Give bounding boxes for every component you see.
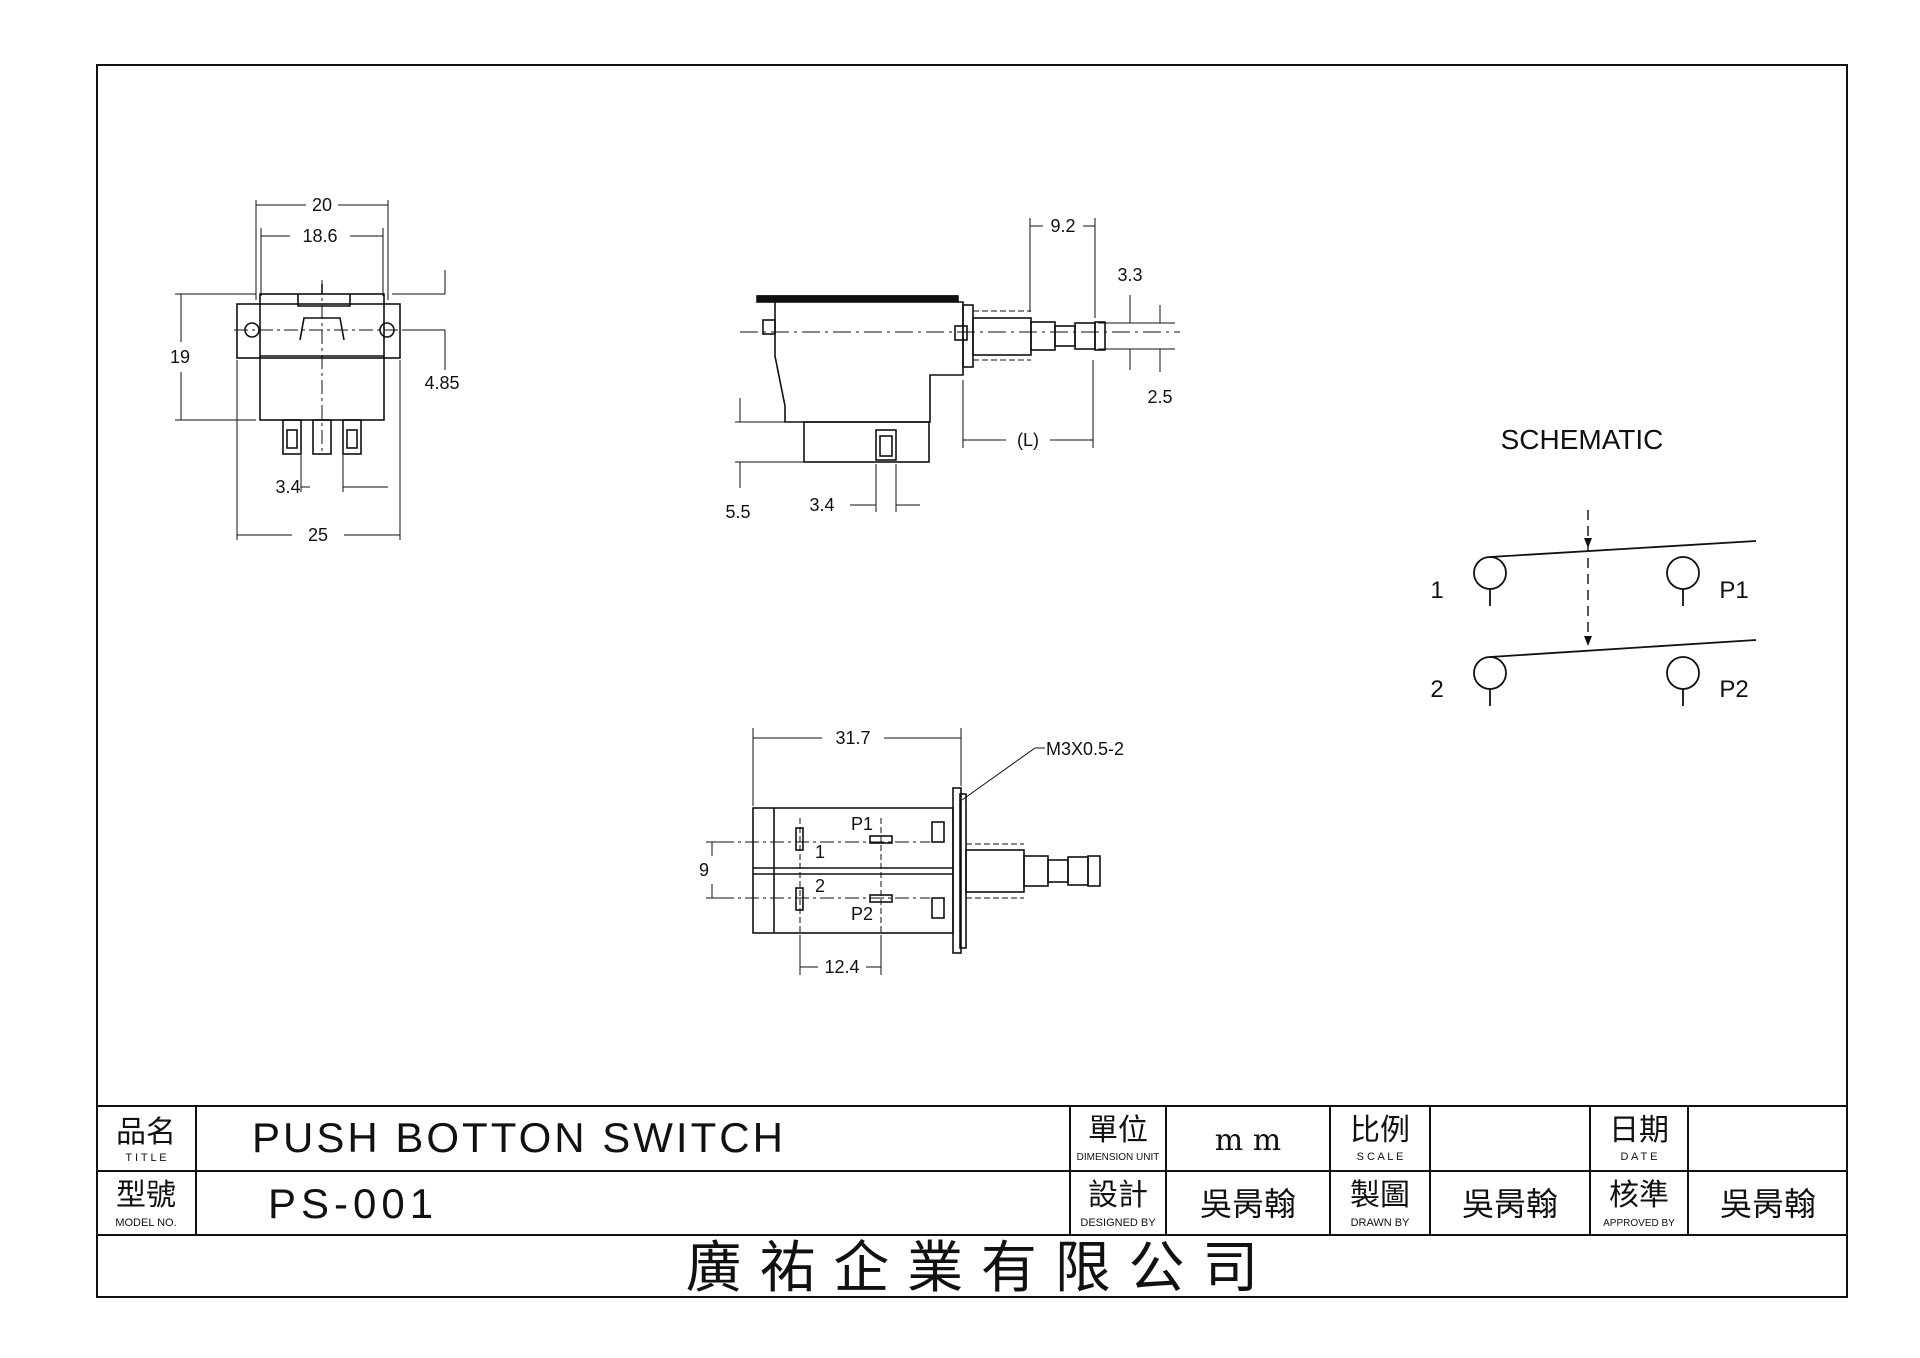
designed-label-en: DESIGNED BY bbox=[1080, 1217, 1156, 1229]
date-label-cn: 日期 bbox=[1609, 1113, 1669, 1148]
dim-side-3-3: 3.3 bbox=[1117, 265, 1142, 285]
bottom-view bbox=[706, 728, 1101, 975]
drawn-label-cn: 製圖 bbox=[1350, 1178, 1410, 1213]
dim-bottom-9: 9 bbox=[699, 860, 709, 880]
title-label-en: T I T L E bbox=[125, 1152, 166, 1164]
scale-label-cn: 比例 bbox=[1350, 1113, 1410, 1148]
designed-label-cn: 設計 bbox=[1088, 1178, 1148, 1213]
dim-side-l: (L) bbox=[1017, 430, 1039, 450]
model-number: PS-001 bbox=[268, 1180, 438, 1227]
company-name: 廣 祐 企 業 有 限 公 司 bbox=[686, 1236, 1259, 1301]
schematic-terminal-p1: P1 bbox=[1719, 577, 1748, 604]
drawing-frame bbox=[96, 64, 1848, 1298]
dim-bottom-thread: M3X0.5-2 bbox=[1046, 739, 1124, 759]
scale-label-en: S C A L E bbox=[1357, 1151, 1404, 1163]
label-bottom-p2: P2 bbox=[851, 904, 873, 924]
model-label-cn: 型號 bbox=[116, 1178, 176, 1213]
side-view bbox=[735, 218, 1180, 512]
date-label-en: D A T E bbox=[1621, 1151, 1658, 1163]
approved-by-value: 吳昺翰 bbox=[1720, 1185, 1816, 1223]
unit-label-cn: 單位 bbox=[1088, 1113, 1148, 1148]
dim-side-9-2: 9.2 bbox=[1050, 216, 1075, 236]
drawn-by-value: 吳昺翰 bbox=[1462, 1185, 1558, 1223]
dim-bottom-31-7: 31.7 bbox=[835, 728, 870, 748]
title-block-grid bbox=[97, 1105, 1847, 1236]
schematic-diagram bbox=[1473, 510, 1757, 706]
title-label-cn: 品名 bbox=[116, 1115, 176, 1150]
dim-side-5-5: 5.5 bbox=[725, 502, 750, 522]
designed-by-value: 吳昺翰 bbox=[1200, 1185, 1296, 1223]
front-view bbox=[175, 200, 446, 540]
schematic-terminal-p2: P2 bbox=[1719, 676, 1748, 703]
model-label-en: MODEL NO. bbox=[115, 1217, 176, 1229]
approved-label-cn: 核準 bbox=[1609, 1178, 1669, 1213]
dim-side-3-4: 3.4 bbox=[809, 495, 834, 515]
product-title: PUSH BOTTON SWITCH bbox=[252, 1114, 786, 1161]
dim-front-19: 19 bbox=[170, 347, 190, 367]
label-bottom-n1: 1 bbox=[815, 842, 825, 862]
dim-front-25: 25 bbox=[308, 525, 328, 545]
dim-side-2-5: 2.5 bbox=[1147, 387, 1172, 407]
dim-bottom-12-4: 12.4 bbox=[824, 957, 859, 977]
dim-front-20: 20 bbox=[312, 195, 332, 215]
schematic-terminal-2: 2 bbox=[1430, 676, 1443, 703]
schematic-title: SCHEMATIC bbox=[1501, 424, 1664, 455]
label-bottom-n2: 2 bbox=[815, 876, 825, 896]
dim-front-3-4: 3.4 bbox=[275, 477, 300, 497]
approved-label-en: APPROVED BY bbox=[1603, 1218, 1675, 1229]
schematic-terminal-1: 1 bbox=[1430, 577, 1443, 604]
dim-front-18-6: 18.6 bbox=[302, 226, 337, 246]
dim-front-4-85: 4.85 bbox=[424, 373, 459, 393]
label-bottom-p1: P1 bbox=[851, 814, 873, 834]
drawn-label-en: DRAWN BY bbox=[1351, 1217, 1411, 1229]
unit-value: m m bbox=[1215, 1123, 1281, 1158]
unit-label-en: DIMENSION UNIT bbox=[1077, 1152, 1160, 1163]
